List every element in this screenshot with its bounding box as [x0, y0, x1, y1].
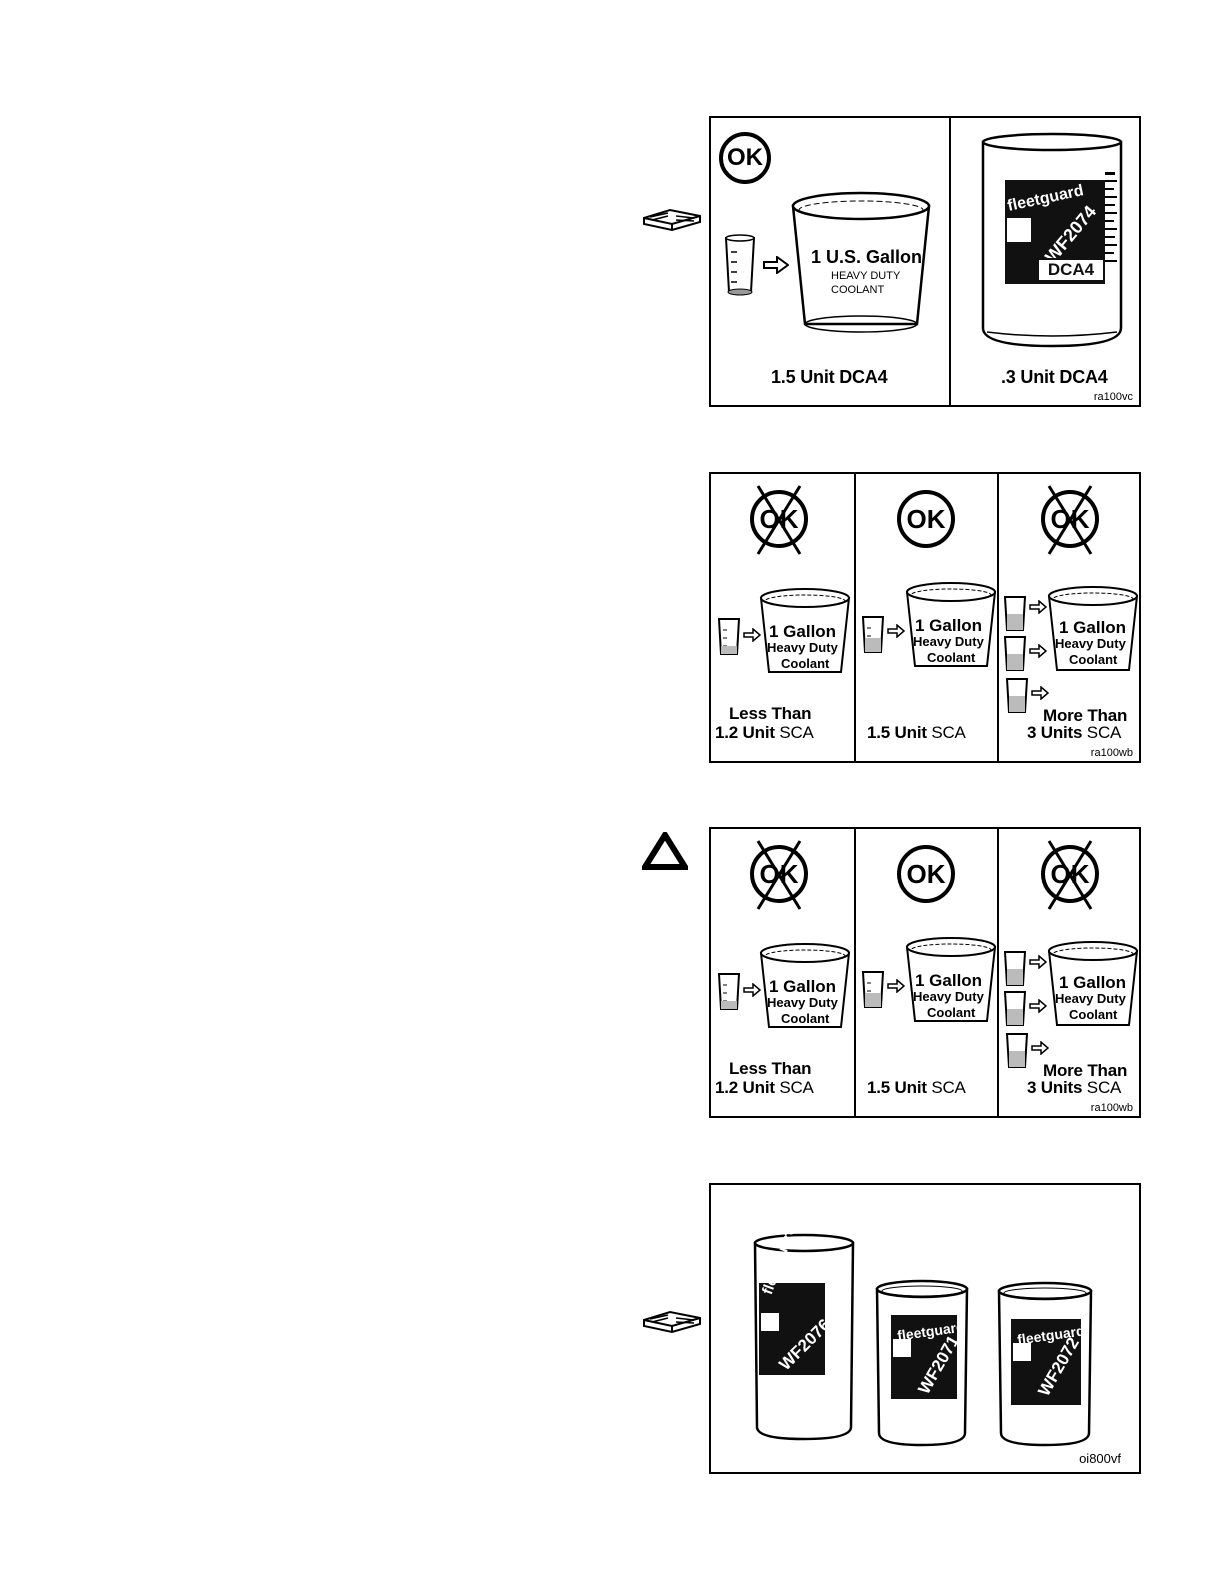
ok-symbol: OK: [719, 132, 771, 184]
coolant-bucket-icon: [905, 937, 997, 1022]
left-caption: 1.5 Unit DCA4: [771, 367, 888, 387]
not-ok-symbol: OK: [1041, 485, 1099, 555]
warning-triangle-icon: [642, 832, 688, 870]
panel-divider: [997, 474, 999, 761]
figure-code: ra100wb: [1090, 747, 1133, 759]
measuring-cup-icon: [861, 971, 885, 1008]
not-ok-symbol: OK: [750, 485, 808, 555]
bucket-label-3: Coolant: [781, 1011, 830, 1026]
caption-line-1: Less Than: [729, 704, 812, 723]
bucket-label-1: 1 U.S. Gallon: [811, 247, 923, 267]
arrow-right-icon: [887, 624, 905, 638]
measuring-cup-icon: [717, 618, 741, 655]
measuring-cup-icon: [1003, 636, 1027, 671]
ok-symbol: OK: [897, 845, 955, 903]
coolant-bucket-icon: [759, 943, 851, 1028]
panel-divider: [949, 118, 951, 405]
not-ok-symbol: OK: [1041, 840, 1099, 910]
bucket-label-1: 1 Gallon: [769, 622, 837, 641]
arrow-right-icon: [743, 628, 761, 642]
bucket-label-2: HEAVY DUTY: [831, 270, 901, 282]
figure-coolant-filters: fleetguard WF2076 fleetguard WF2071 flee…: [709, 1183, 1141, 1474]
open-book-icon: [643, 208, 701, 232]
bucket-label-1: 1 Gallon: [769, 977, 837, 996]
caption-line-1: 1.5 Unit SCA: [867, 723, 966, 742]
bucket-label-3: Coolant: [1069, 652, 1118, 667]
coolant-bucket-icon: [905, 582, 997, 667]
caption-line-1: Less Than: [729, 1059, 812, 1078]
figure-sca-dosage-b: OK 1 Gallon Heavy Duty Coolant Less Than…: [709, 827, 1141, 1118]
filter-canister-icon: [997, 1281, 1093, 1447]
measuring-cup-icon: [1003, 596, 1027, 631]
bucket-label-1: 1 Gallon: [915, 971, 983, 990]
panel-divider: [854, 474, 856, 761]
caption-line-2: 3 Units SCA: [1027, 723, 1122, 742]
caption-line-1: More Than: [1043, 1061, 1128, 1080]
not-ok-symbol: OK: [750, 840, 808, 910]
bucket-label-3: COOLANT: [831, 284, 885, 296]
bucket-label-3: Coolant: [927, 650, 976, 665]
bucket-label-1: 1 Gallon: [915, 616, 983, 635]
caption-line-2: 3 Units SCA: [1027, 1078, 1122, 1097]
panel-divider: [997, 829, 999, 1116]
panel-divider: [854, 829, 856, 1116]
coolant-bucket-icon: [791, 191, 931, 333]
filter-badge: DCA4: [1037, 258, 1105, 282]
ok-symbol: OK: [897, 490, 955, 548]
arrow-right-icon: [1031, 1041, 1049, 1055]
filter-canister-icon: [753, 1233, 855, 1441]
measuring-cup-icon: [724, 234, 756, 296]
figure-code: ra100vc: [1093, 391, 1133, 403]
measuring-cup-icon: [1005, 1033, 1029, 1068]
coolant-bucket-icon: [759, 588, 851, 673]
filter-canister-icon: [875, 1279, 969, 1447]
coolant-bucket-icon: [1047, 586, 1139, 671]
filter-canister-icon: [981, 132, 1123, 348]
bucket-label-2: Heavy Duty: [913, 989, 984, 1004]
arrow-right-icon: [1029, 999, 1047, 1013]
caption-line-1: More Than: [1043, 706, 1128, 725]
figure-dca4-1-gallon: OK 1 U.S. Gallon HEAVY DUTY COOLANT 1.5 …: [709, 116, 1141, 407]
bucket-label-3: Coolant: [927, 1005, 976, 1020]
right-caption: .3 Unit DCA4: [1001, 367, 1108, 387]
bucket-label-3: Coolant: [1069, 1007, 1118, 1022]
arrow-right-icon: [1029, 955, 1047, 969]
measuring-cup-icon: [717, 973, 741, 1010]
arrow-right-icon: [743, 983, 761, 997]
bucket-label-2: Heavy Duty: [767, 995, 838, 1010]
arrow-right-icon: [1029, 600, 1047, 614]
coolant-bucket-icon: [1047, 941, 1139, 1026]
caption-line-2: 1.2 Unit SCA: [715, 1078, 814, 1097]
arrow-right-icon: [1031, 686, 1049, 700]
open-book-icon: [643, 1310, 701, 1334]
bucket-label-2: Heavy Duty: [767, 640, 838, 655]
caption-line-2: 1.2 Unit SCA: [715, 723, 814, 742]
bucket-label-1: 1 Gallon: [1059, 618, 1127, 637]
measuring-cup-icon: [1003, 991, 1027, 1026]
arrow-right-icon: [1029, 644, 1047, 658]
bucket-label-3: Coolant: [781, 656, 830, 671]
measuring-cup-icon: [861, 616, 885, 653]
bucket-label-2: Heavy Duty: [1055, 636, 1126, 651]
measuring-cup-icon: [1003, 951, 1027, 986]
figure-sca-dosage-a: OK 1 Gallon Heavy Duty Coolant Less Than…: [709, 472, 1141, 763]
measuring-cup-icon: [1005, 678, 1029, 713]
bucket-label-2: Heavy Duty: [913, 634, 984, 649]
arrow-right-icon: [887, 979, 905, 993]
figure-code: ra100wb: [1090, 1102, 1133, 1114]
bucket-label-2: Heavy Duty: [1055, 991, 1126, 1006]
bucket-label-1: 1 Gallon: [1059, 973, 1127, 992]
figure-code: oi800vf: [1079, 1451, 1121, 1466]
caption-line-1: 1.5 Unit SCA: [867, 1078, 966, 1097]
arrow-right-icon: [763, 256, 789, 274]
